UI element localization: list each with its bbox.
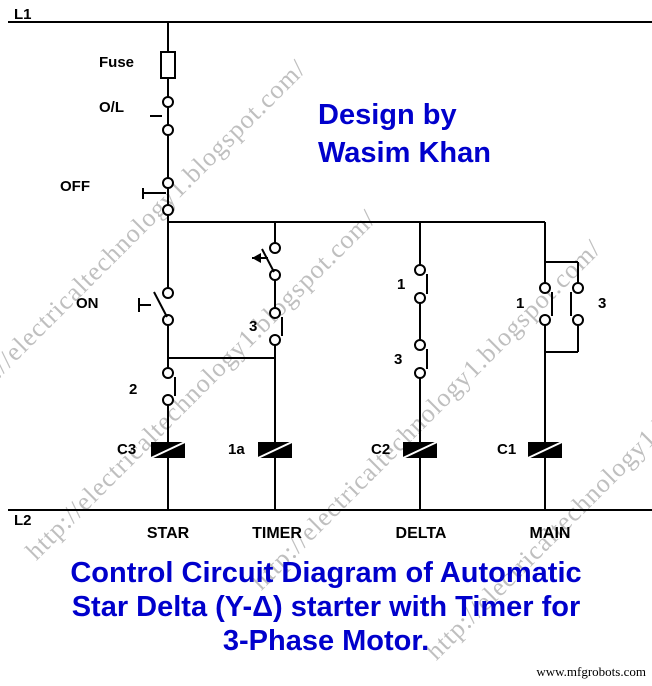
off-terminal [162,204,174,216]
on-terminal [162,287,174,299]
rail-l1-label: L1 [14,6,32,23]
main-contact3-terminal [572,282,584,294]
coil-c3-label: C3 [117,441,137,458]
main-branch-wire [544,222,579,510]
off-nc-pushbutton-symbol [142,188,169,205]
contact2-terminal [162,367,174,379]
off-terminal [162,177,174,189]
overload-label: O/L [99,99,124,116]
coil-c3-slash [150,441,186,459]
footer-site-url: www.mfgrobots.com [536,664,646,679]
design-credit: Design by Wasim Khan [318,96,491,172]
rail-l2-label: L2 [14,512,32,529]
delta-contact1-terminal [414,264,426,276]
coil-c2-label: C2 [371,441,391,458]
contact-terminals [162,96,584,406]
main-contact3-terminal [572,314,584,326]
branch-delta-label: DELTA [395,525,447,542]
contact2-terminal [162,394,174,406]
caption-line2: Star Delta (Y-Δ) starter with Timer for [71,591,581,623]
coil-c2-slash [402,441,438,459]
overload-contact-symbol [150,107,169,125]
branch-timer-label: TIMER [252,525,302,542]
delta-contact3-terminal [414,367,426,379]
contact-2-label: 2 [129,381,138,398]
coil-c1-slash [527,441,563,459]
delta-contact-1-label: 1 [397,276,406,293]
wires [8,21,652,511]
main-contact-3-label: 3 [598,295,607,312]
main-contact-1-label: 1 [516,295,525,312]
off-button-label: OFF [60,178,90,195]
coils [150,441,563,459]
on-no-pushbutton-symbol [138,291,168,318]
main-contact1-terminal [539,314,551,326]
on-terminal [162,314,174,326]
coil-1a-slash [257,441,293,459]
timer-delay-contact-symbol [252,248,275,273]
delta-contact3-terminal [414,339,426,351]
timer-delay-terminal [269,269,281,281]
design-credit-line1: Design by [318,99,457,131]
delta-contact-3-label: 3 [394,351,403,368]
diagram-caption: Control Circuit Diagram of Automatic Sta… [0,556,652,658]
timer-arrow-icon [252,253,261,263]
caption-line1: Control Circuit Diagram of Automatic [70,557,582,589]
fuse-symbol [160,51,176,79]
timer-delay-terminal [269,242,281,254]
timer-contact-3-label: 3 [249,318,258,335]
fuse-label: Fuse [99,54,135,71]
timer-contact3-terminal [269,307,281,319]
caption-line3: 3-Phase Motor. [222,625,430,657]
main-contact1-terminal [539,282,551,294]
ol-terminal [162,96,174,108]
design-credit-line2: Wasim Khan [318,137,491,169]
coil-1a-label: 1a [228,441,245,458]
on-button-label: ON [76,295,99,312]
coil-c1-label: C1 [497,441,517,458]
delta-contact1-terminal [414,292,426,304]
timer-contact3-terminal [269,334,281,346]
branch-main-label: MAIN [529,525,571,542]
contact-blades [138,107,572,396]
ol-terminal [162,124,174,136]
branch-star-label: STAR [146,525,190,542]
